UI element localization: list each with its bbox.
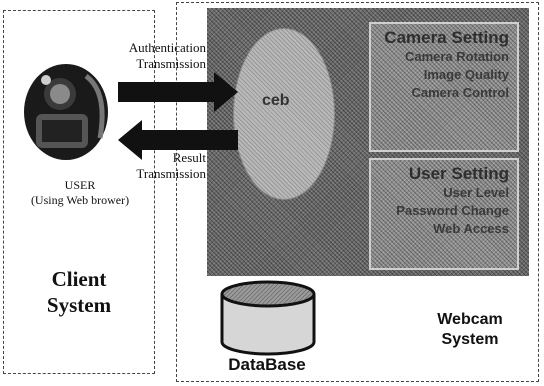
camera-setting-item: Camera Rotation xyxy=(404,49,509,64)
right-arrow-icon xyxy=(118,72,238,112)
database-label: DataBase xyxy=(228,355,306,374)
transmission-arrows xyxy=(118,72,238,160)
user-caption: USER (Using Web brower) xyxy=(10,178,150,208)
webcam-system-title: Webcam System xyxy=(420,310,520,350)
camera-setting-title: Camera Setting xyxy=(384,28,509,47)
user-setting-item: Web Access xyxy=(433,221,509,236)
client-system-boundary xyxy=(3,10,155,374)
auth-label-line2: Transmission xyxy=(136,56,206,71)
result-transmission-label: Result Transmission xyxy=(100,150,206,182)
client-title-line2: System xyxy=(46,293,112,317)
database-cylinder-icon xyxy=(220,280,316,356)
webcam-title-line1: Webcam xyxy=(437,311,503,328)
webcam-system-boundary xyxy=(176,2,539,382)
client-system-title: Client System xyxy=(14,266,144,318)
camera-setting-item: Image Quality xyxy=(423,67,509,82)
user-caption-line1: USER xyxy=(64,178,96,192)
user-at-computer-icon xyxy=(24,64,108,160)
result-label-line1: Result xyxy=(172,150,206,165)
auth-label-line1: Authentication xyxy=(128,40,206,55)
authentication-transmission-label: Authentication Transmission xyxy=(100,40,206,72)
camera-setting-item: Camera Control xyxy=(411,85,509,100)
user-setting-box: User Setting User Level Password Change … xyxy=(369,158,519,270)
left-arrow-icon xyxy=(118,120,238,160)
result-label-line2: Transmission xyxy=(136,166,206,181)
webcam-title-line2: System xyxy=(441,331,499,348)
user-setting-title: User Setting xyxy=(408,164,509,183)
camera-setting-box: Camera Setting Camera Rotation Image Qua… xyxy=(369,22,519,152)
user-setting-item: User Level xyxy=(443,185,509,200)
client-title-line1: Client xyxy=(51,267,107,291)
user-caption-line2: (Using Web brower) xyxy=(30,193,130,207)
user-setting-item: Password Change xyxy=(396,203,509,218)
web-server-ellipse-label: ceb xyxy=(262,92,290,109)
web-server-ellipse xyxy=(233,28,335,200)
